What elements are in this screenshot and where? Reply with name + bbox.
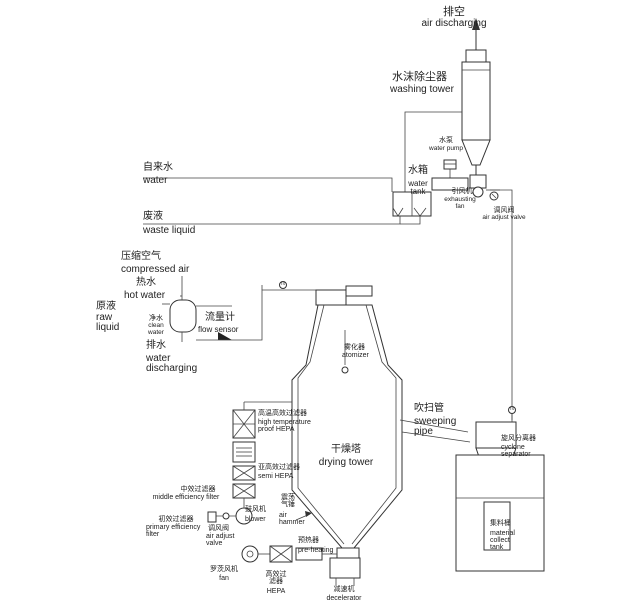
sweeping-pipe-en: sweeping pipe — [414, 416, 457, 437]
hepa-zh: 高效过滤器 — [265, 570, 287, 585]
material-tank-zh: 集料桶 — [490, 519, 511, 527]
temperature-sensor-tag-cyclone: TS — [509, 406, 515, 411]
washing-tower-zh: 水沫除尘器 — [392, 70, 447, 83]
air-adjust-valve-top-en: air adjust valve — [482, 214, 526, 221]
hot-water-en: hot water — [124, 290, 166, 301]
temperature-sensor-tag-atomizer: TS — [280, 281, 286, 286]
waste-liquid-en: waste liquid — [143, 225, 196, 236]
semi-hepa-filter — [232, 465, 256, 481]
primary-filter-zh: 初效过滤器 — [158, 515, 194, 523]
raw-liquid-zh: 原液 — [96, 301, 116, 312]
washing-tower-en: washing tower — [390, 84, 454, 95]
cyclone-separator-en: cyclone separator — [501, 444, 531, 458]
tap-water-en: water — [143, 175, 168, 186]
air-discharging-zh: 排空 — [443, 5, 465, 18]
air-adjust-valve-bottom-zh: 调风阀 — [208, 524, 229, 532]
pre-heating-en: pre-heating — [298, 547, 334, 554]
material-collect-tank — [455, 454, 545, 572]
cyclone-separator-zh: 旋风分离器 — [501, 434, 536, 442]
water-tank-en: water tank — [408, 179, 428, 196]
air-adjust-valve-top-zh: 调风阀 — [493, 206, 515, 214]
blower — [207, 498, 253, 525]
roots-fan-zh: 罗茨风机 — [210, 565, 238, 573]
water-tank-zh: 水箱 — [408, 165, 428, 176]
water-tank — [392, 177, 469, 217]
exhausting-fan-zh: 引风机 — [451, 187, 473, 195]
pre-heater — [295, 547, 337, 561]
sweeping-pipe-zh: 吹扫管 — [414, 403, 444, 414]
high-temp-hepa-zh: 高温高效过滤器 — [258, 409, 307, 417]
high-temp-hepa-filter — [232, 409, 256, 439]
air-discharging-en: air discharging — [421, 18, 487, 29]
atomizer-en: atomizer — [342, 352, 369, 359]
high-temp-hepa-en: high temperature proof HEPA — [258, 419, 311, 433]
material-tank-en: material collect tank — [490, 530, 515, 551]
drying-tower-zh: 干燥塔 — [331, 444, 361, 455]
exhaust-arrow — [472, 18, 480, 50]
drying-tower-body — [291, 285, 403, 586]
decelerator-zh: 减速机 — [333, 585, 355, 593]
hot-water-zh: 热水 — [136, 277, 156, 288]
tap-water-zh: 自来水 — [143, 162, 173, 173]
water-pump-zh: 水泵 — [439, 136, 453, 144]
drying-tower-en: drying tower — [318, 457, 374, 468]
middle-filter-en: middle efficiency filter — [152, 494, 220, 501]
roots-fan — [241, 545, 270, 563]
clean-water-en: clean water — [148, 322, 164, 336]
air-hammer — [295, 511, 312, 521]
primary-filter-en: primary efficiency filter — [146, 524, 201, 538]
middle-filter — [232, 483, 256, 499]
roots-fan-en: fan — [219, 575, 229, 582]
flow-sensor — [196, 281, 320, 341]
semi-hepa-zh: 亚高效过滤器 — [258, 463, 300, 471]
water-pump — [443, 159, 457, 178]
waste-liquid-zh: 废液 — [143, 211, 163, 222]
atomizer-zh: 雾化器 — [344, 343, 365, 351]
pre-heating-zh: 预热器 — [298, 536, 319, 544]
blower-zh: 鼓风机 — [245, 505, 266, 513]
semi-hepa-en: semi HEPA — [258, 473, 294, 480]
air-hammer-en: air hammer — [279, 512, 305, 526]
blower-en: blower — [245, 516, 266, 523]
raw-liquid-en: raw liquid — [96, 312, 120, 333]
compressed-air-en: compressed air — [121, 264, 190, 275]
washing-tower — [461, 49, 491, 175]
flow-sensor-zh: 流量计 — [205, 312, 235, 323]
liquid-tank — [162, 276, 232, 342]
compressed-air-zh: 压缩空气 — [121, 251, 161, 262]
hepa-en: HEPA — [266, 588, 286, 595]
flow-sensor-en: flow sensor — [198, 325, 239, 334]
clean-water-zh: 净水 — [149, 314, 163, 322]
hepa-filter-bottom — [269, 545, 293, 563]
heater-box — [232, 441, 256, 463]
exhausting-fan-en: exhausting fan — [444, 196, 476, 210]
air-adjust-valve-bottom-en: air adjust valve — [206, 533, 235, 547]
air-hammer-zh: 震荡气锤 — [281, 493, 295, 508]
water-pump-en: water pump — [429, 145, 463, 152]
water-discharging-en: water discharging — [146, 353, 198, 374]
decelerator-en: decelerator — [326, 595, 362, 602]
water-discharging-zh: 排水 — [146, 340, 166, 351]
middle-filter-zh: 中效过滤器 — [180, 485, 216, 493]
